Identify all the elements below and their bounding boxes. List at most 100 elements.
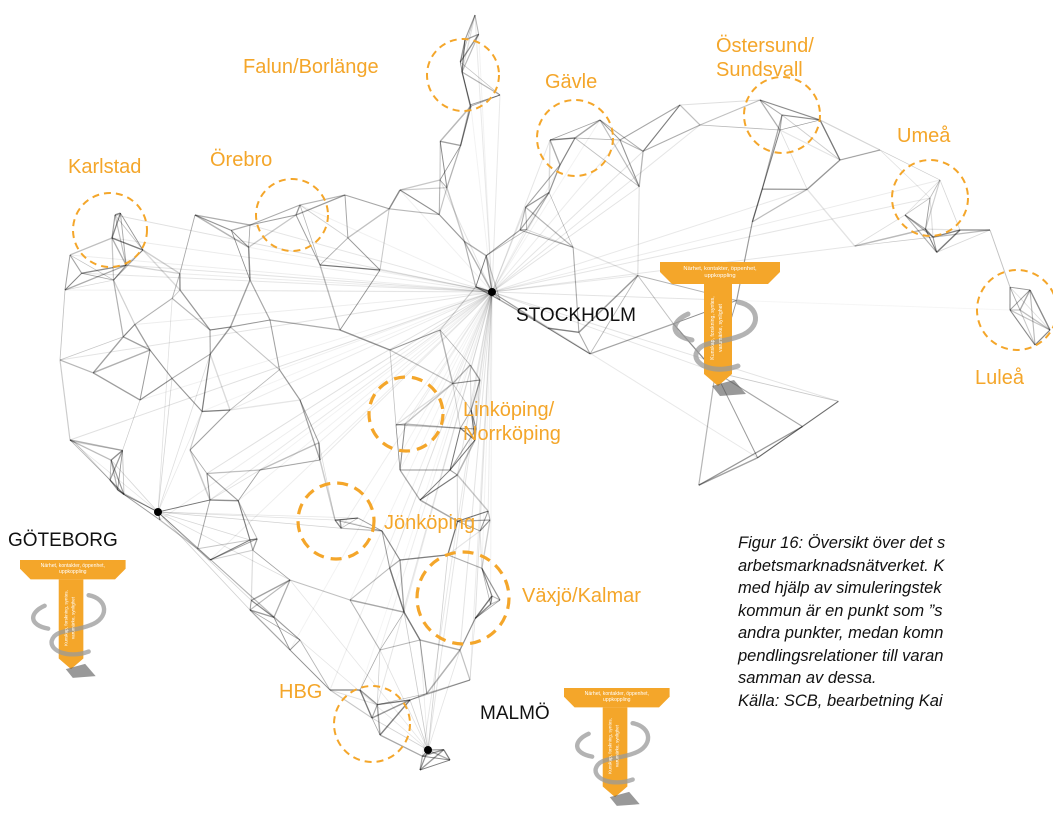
- network-edge: [134, 298, 173, 325]
- network-edge: [461, 71, 472, 107]
- network-edge: [457, 510, 489, 522]
- network-edge: [403, 611, 421, 641]
- network-edge: [273, 616, 301, 641]
- network-edge: [189, 449, 208, 474]
- network-edge: [299, 204, 349, 239]
- network-edge: [936, 229, 961, 253]
- network-edge: [389, 349, 453, 385]
- network-edge: [1009, 287, 1021, 311]
- network-edge: [1009, 309, 1036, 346]
- hub-edge: [157, 353, 211, 513]
- network-edge: [209, 319, 271, 331]
- network-edge: [619, 139, 644, 152]
- network-edge: [109, 479, 125, 495]
- caption-line: andra punkter, medan komn: [738, 624, 944, 642]
- network-edge: [481, 568, 493, 597]
- network-edge: [637, 275, 674, 325]
- network-edge: [259, 459, 321, 471]
- center-circle-falun: [426, 38, 500, 112]
- network-edge: [761, 129, 781, 190]
- hub-edge: [157, 511, 336, 521]
- stockholm-edge: [318, 291, 493, 444]
- network-edge: [142, 249, 181, 275]
- network-edge: [206, 473, 239, 502]
- network-edge: [549, 139, 561, 166]
- network-edge: [698, 457, 758, 486]
- stockholm-edge: [491, 291, 758, 459]
- network-edge: [377, 699, 411, 706]
- network-edge: [209, 539, 251, 561]
- network-edge: [589, 323, 674, 355]
- network-edge: [479, 510, 489, 532]
- center-circle-hbg: [333, 685, 411, 763]
- network-edge: [299, 399, 321, 461]
- network-edge: [1009, 286, 1031, 291]
- network-edge: [757, 426, 803, 459]
- stockholm-edge: [69, 254, 493, 293]
- network-edge: [439, 105, 472, 142]
- network-edge: [279, 369, 301, 401]
- network-edge: [171, 289, 181, 299]
- t-symbol-top-text: uppkoppling: [603, 697, 631, 703]
- network-edge: [299, 204, 321, 266]
- network-edge: [359, 689, 373, 719]
- network-edge: [92, 349, 151, 374]
- network-edge: [399, 469, 421, 501]
- network-edge: [289, 579, 351, 601]
- network-edge: [679, 104, 701, 126]
- network-edge: [459, 649, 471, 681]
- network-edge: [751, 188, 808, 223]
- network-edge: [248, 224, 251, 248]
- network-edge: [339, 269, 381, 331]
- network-edge: [318, 442, 321, 461]
- stockholm-edge: [439, 179, 493, 293]
- network-edge: [357, 517, 383, 532]
- network-edge: [381, 530, 401, 561]
- network-edge: [376, 649, 381, 705]
- network-edge: [819, 119, 841, 161]
- stockholm-edge: [340, 291, 493, 529]
- network-edge: [319, 264, 381, 271]
- stockholm-edge: [209, 291, 493, 561]
- center-circles: [72, 38, 1053, 763]
- network-edge: [189, 449, 208, 474]
- network-edge: [474, 603, 492, 619]
- network-edge: [589, 323, 674, 355]
- network-edge: [904, 214, 934, 238]
- network-edge: [379, 208, 390, 271]
- network-edge: [422, 755, 451, 761]
- hub-edge: [409, 699, 429, 751]
- network-edge: [475, 255, 487, 287]
- network-edge: [111, 237, 115, 281]
- network-edge: [679, 104, 701, 126]
- network-edge: [399, 559, 405, 613]
- network-edge: [759, 99, 781, 131]
- stockholm-edge: [179, 273, 493, 293]
- network-edge: [389, 559, 401, 569]
- network-edge: [249, 214, 297, 226]
- network-edge: [1009, 289, 1031, 311]
- network-edge: [377, 693, 427, 705]
- t-symbol-stem: [602, 707, 628, 798]
- network-edge: [376, 704, 381, 736]
- network-edge: [109, 479, 125, 496]
- network-edge: [273, 617, 291, 651]
- network-edge: [519, 207, 526, 231]
- network-edge: [344, 194, 349, 238]
- stockholm-edge: [491, 291, 1011, 311]
- network-edge: [481, 568, 501, 601]
- network-edge: [109, 450, 124, 481]
- t-symbol-stem-text: varumärke, synlighet: [718, 304, 724, 352]
- stockholm-edge: [474, 291, 493, 619]
- t-symbol-stem-text: Kunskap, forskning, syntes,: [710, 296, 716, 359]
- network-edge: [206, 469, 261, 474]
- network-edge: [1009, 286, 1031, 291]
- hub-edge: [157, 511, 358, 519]
- network-edge: [379, 612, 405, 651]
- network-edge: [318, 442, 321, 461]
- network-edge: [904, 214, 938, 253]
- network-edge: [470, 379, 481, 411]
- network-edge: [237, 500, 251, 541]
- network-edge: [419, 474, 458, 501]
